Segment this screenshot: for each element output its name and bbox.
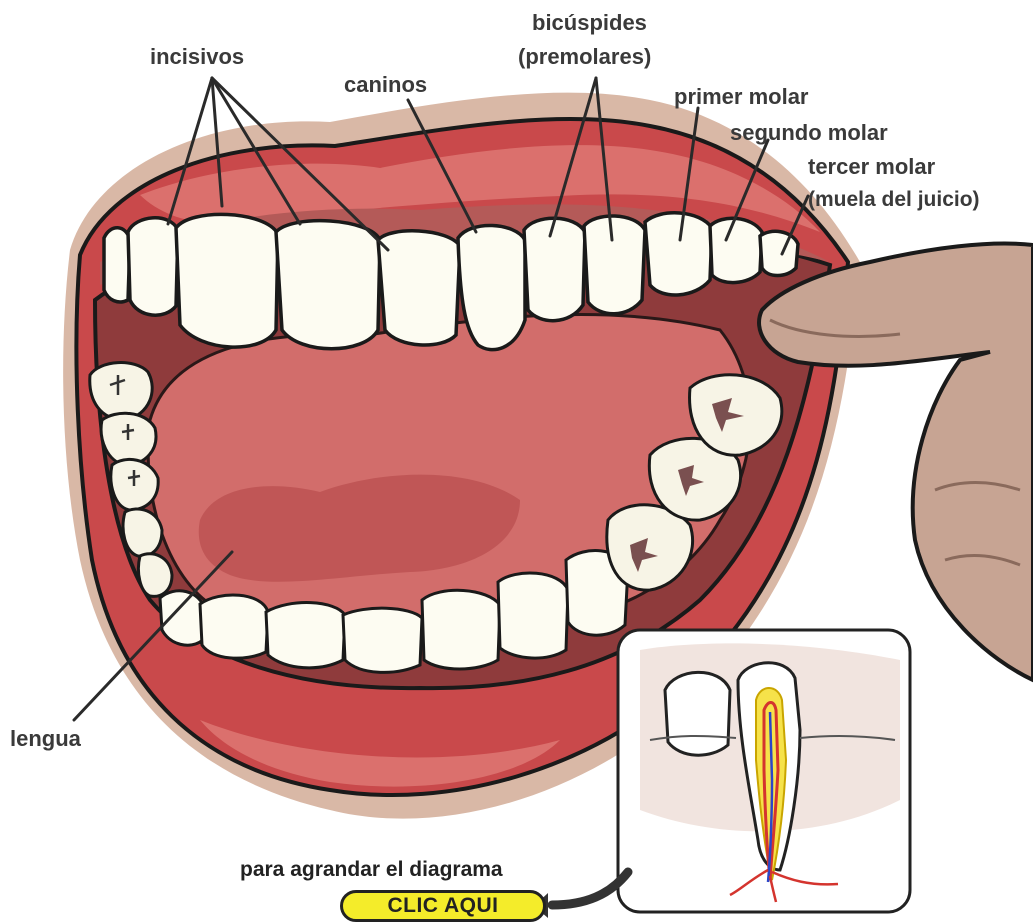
label-bicuspids-line2: (premolares) [518, 44, 651, 70]
inset-tooth-left [665, 672, 730, 755]
upper-premolar-2 [584, 216, 645, 314]
click-here-label: CLIC AQUI [387, 894, 498, 918]
upper-second-molar [710, 218, 762, 282]
label-tongue: lengua [10, 726, 81, 752]
lower-left-premolar-2 [138, 554, 172, 597]
label-third-molar-line1: tercer molar [808, 154, 935, 180]
upper-lateral-incisor-left [128, 218, 178, 315]
lower-left-premolar-1 [123, 509, 162, 556]
label-third-molar-line2: (muela del juicio) [808, 187, 980, 213]
upper-central-incisor-right [276, 221, 380, 349]
upper-tooth-left-back [104, 228, 130, 302]
upper-central-incisor-left [176, 214, 278, 347]
label-incisors: incisivos [150, 44, 244, 70]
upper-premolar-1 [524, 218, 585, 320]
enlarge-diagram-text: para agrandar el diagrama [240, 858, 503, 882]
label-canines: caninos [344, 72, 427, 98]
lower-tooth-4 [343, 608, 422, 672]
lower-tooth-5 [422, 590, 500, 669]
upper-canine [458, 225, 525, 349]
upper-third-molar [760, 231, 798, 275]
label-first-molar: primer molar [674, 84, 809, 110]
upper-lateral-incisor-right [378, 231, 460, 345]
lower-tooth-1 [160, 591, 205, 645]
lower-tooth-2 [200, 595, 268, 658]
upper-first-molar [645, 213, 712, 295]
lower-tooth-6 [498, 573, 568, 658]
label-second-molar: segundo molar [730, 120, 888, 146]
lower-tooth-3 [266, 603, 345, 668]
click-here-button[interactable]: CLIC AQUI [340, 890, 546, 922]
label-bicuspids-line1: bicúspides [532, 10, 647, 36]
